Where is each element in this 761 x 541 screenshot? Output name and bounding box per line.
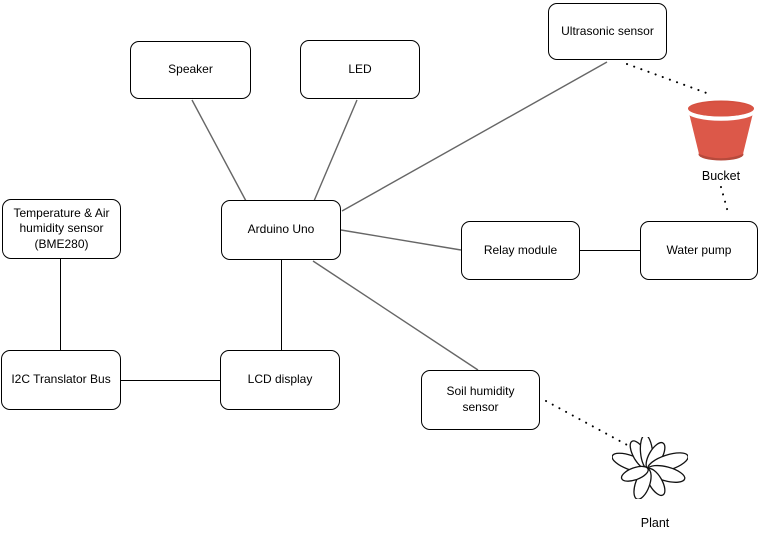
node-temperature-humidity-sensor-label: Temperature & Air humidity sensor (BME28… [13,205,110,251]
edge-led-arduino [313,99,358,202]
node-water-pump: Water pump [640,221,758,280]
node-speaker-label: Speaker [168,62,213,77]
node-arduino-uno: Arduino Uno [221,200,341,260]
node-soil-humidity-sensor: Soil humidity sensor [421,370,540,430]
edge-ultrasonic-bucket-dotted [626,63,713,96]
edge-arduino-relay [340,229,462,251]
node-ultrasonic-sensor-label: Ultrasonic sensor [561,23,654,38]
plant-label: Plant [640,516,670,530]
bucket-icon [685,96,758,166]
node-speaker: Speaker [130,41,251,99]
node-relay-module: Relay module [461,221,580,280]
bucket-label: Bucket [701,169,741,183]
node-soil-humidity-sensor-label: Soil humidity sensor [446,384,515,414]
node-temperature-humidity-sensor: Temperature & Air humidity sensor (BME28… [2,199,121,259]
edge-bucket-waterpump-dotted [720,186,730,217]
edge-speaker-arduino [191,99,247,202]
node-led-label: LED [348,61,372,76]
edge-ultrasonic-arduino [341,61,608,212]
edge-soil-plant-dotted [545,400,630,447]
node-relay-module-label: Relay module [483,242,558,257]
plant-icon [611,434,689,500]
node-arduino-uno-label: Arduino Uno [247,222,315,237]
node-water-pump-label: Water pump [666,242,732,257]
edge-arduino-soil [312,260,479,371]
node-lcd-display-label: LCD display [247,372,313,387]
node-lcd-display: LCD display [220,350,340,410]
node-i2c-translator-bus-label: I2C Translator Bus [11,372,111,387]
node-ultrasonic-sensor: Ultrasonic sensor [548,3,667,60]
node-i2c-translator-bus: I2C Translator Bus [1,350,121,410]
node-led: LED [300,40,420,99]
